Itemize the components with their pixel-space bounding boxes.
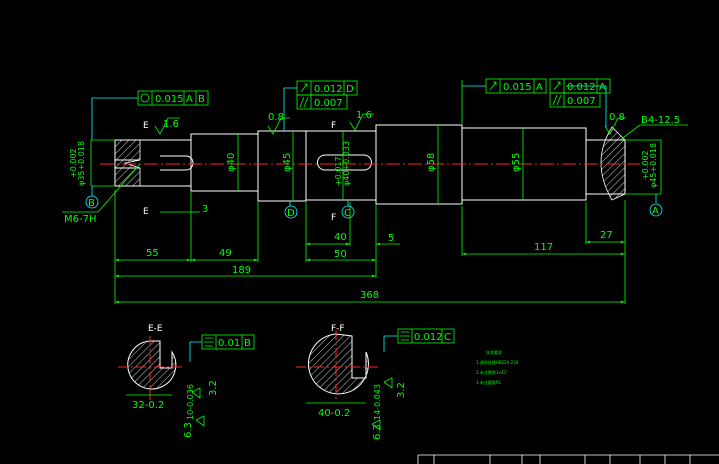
fcf-runout-a2: 0.012 A (549, 78, 611, 94)
left-end-hatch (114, 139, 141, 187)
svg-text:C: C (344, 208, 351, 219)
section-e-bot: E (143, 207, 149, 217)
datum-d: D (284, 205, 298, 219)
fcf-cyl-d: 0.007 (296, 94, 348, 110)
fcf-runout-d: 0.012 D (296, 80, 358, 96)
svg-text:0.01: 0.01 (218, 338, 240, 349)
roughness-4: 0.8 (609, 112, 625, 123)
thread-leader (62, 124, 688, 213)
svg-text:1.调质处理HB220-250: 1.调质处理HB220-250 (476, 359, 519, 365)
symmetry-icon (400, 331, 410, 341)
title-block (417, 454, 719, 464)
svg-text:B: B (244, 338, 251, 349)
fcf-runout-a: 0.015 A (485, 78, 547, 94)
svg-text:0.007: 0.007 (567, 96, 596, 107)
svg-text:D: D (346, 84, 354, 95)
runout-icon (553, 81, 561, 91)
dia-right: φ45+0.018 (649, 143, 658, 188)
datum-c: C (341, 205, 355, 219)
leader-lines (91, 85, 657, 362)
svg-text:0.012: 0.012 (314, 84, 343, 95)
dia-40: φ40 (226, 153, 237, 172)
dia-mid-lower: +0.017 (334, 156, 343, 186)
fcf-runout-left: 0.015 A B (137, 90, 209, 106)
dim-50: 50 (334, 249, 347, 260)
svg-text:E-E: E-E (148, 324, 163, 334)
svg-text:14-0.043: 14-0.043 (373, 384, 382, 420)
runout-icon (300, 83, 308, 93)
cylindricity-icon (140, 93, 150, 103)
svg-text:F-F: F-F (331, 324, 345, 334)
dim-3: 3 (202, 204, 208, 215)
svg-text:A: A (536, 82, 543, 93)
roughness-2: 0.8 (268, 112, 284, 123)
section-f-top: F (331, 121, 336, 131)
chamfer-label: B4-12.5 (641, 115, 680, 126)
svg-text:0.012: 0.012 (414, 332, 443, 343)
svg-text:40-0.2: 40-0.2 (318, 408, 350, 419)
dia-left-lower: +0.002 (69, 148, 78, 178)
technical-notes: 技术要求 1.调质处理HB220-250 2.未注倒角1x45° 3.未注圆角R… (476, 349, 519, 385)
dia-55: φ55 (511, 153, 522, 172)
roughness-symbols (154, 113, 626, 135)
cylindricity-slant-icon (299, 96, 309, 108)
cylindricity-slant-icon (552, 94, 562, 106)
dim-40: 40 (334, 232, 347, 243)
dia-58: φ58 (426, 153, 437, 172)
dim-189: 189 (232, 265, 251, 276)
dim-49: 49 (219, 248, 232, 259)
horizontal-dimensions (114, 80, 626, 304)
dia-mid: φ40+0.033 (342, 141, 351, 186)
svg-text:10-0.036: 10-0.036 (186, 384, 195, 420)
svg-text:6.3: 6.3 (183, 422, 194, 438)
svg-text:C: C (444, 332, 451, 343)
dim-368: 368 (360, 290, 379, 301)
svg-text:0.007: 0.007 (314, 98, 343, 109)
section-e-top: E (143, 121, 149, 131)
svg-text:32-0.2: 32-0.2 (132, 400, 164, 411)
svg-text:B: B (88, 198, 95, 209)
runout-icon (489, 81, 497, 91)
dia-45: φ45 (282, 153, 293, 172)
svg-text:3.2: 3.2 (208, 380, 219, 396)
dim-27: 27 (600, 230, 613, 241)
diameter-lines (90, 125, 662, 204)
datum-a: A (649, 203, 663, 217)
dim-5: 5 (388, 233, 394, 244)
dim-55: 55 (146, 248, 159, 259)
svg-text:3.未注圆角R1: 3.未注圆角R1 (476, 379, 502, 385)
roughness-3: 1.6 (356, 110, 372, 121)
section-ff: F-F 0.012 C 40-0.2 14-0.043 3.2 6.3 (296, 324, 455, 440)
svg-text:6.3: 6.3 (372, 424, 383, 440)
dia-left: φ35+0.018 (77, 141, 86, 186)
roughness-1: 1.6 (163, 119, 179, 130)
thread-label: M6-7H (64, 214, 96, 225)
fcf-cyl-a: 0.007 (549, 92, 601, 108)
section-ee: E-E 0.01 B 32-0.2 10-0.036 3.2 6.3 (118, 324, 255, 438)
svg-text:A: A (599, 82, 606, 93)
svg-text:D: D (287, 208, 295, 219)
dia-right-lower: +0.002 (641, 150, 650, 180)
svg-text:A: A (652, 206, 659, 217)
svg-text:0.015: 0.015 (155, 94, 184, 105)
svg-text:技术要求: 技术要求 (486, 349, 502, 355)
svg-text:0.012: 0.012 (567, 82, 596, 93)
svg-text:B: B (198, 94, 205, 105)
datum-b: B (85, 195, 99, 209)
dim-117: 117 (534, 242, 553, 253)
symmetry-icon (204, 337, 214, 347)
section-f-bot: F (331, 213, 336, 223)
svg-text:2.未注倒角1x45°: 2.未注倒角1x45° (476, 369, 508, 375)
svg-text:A: A (186, 94, 193, 105)
svg-text:3.2: 3.2 (396, 382, 407, 398)
svg-text:0.015: 0.015 (503, 82, 532, 93)
